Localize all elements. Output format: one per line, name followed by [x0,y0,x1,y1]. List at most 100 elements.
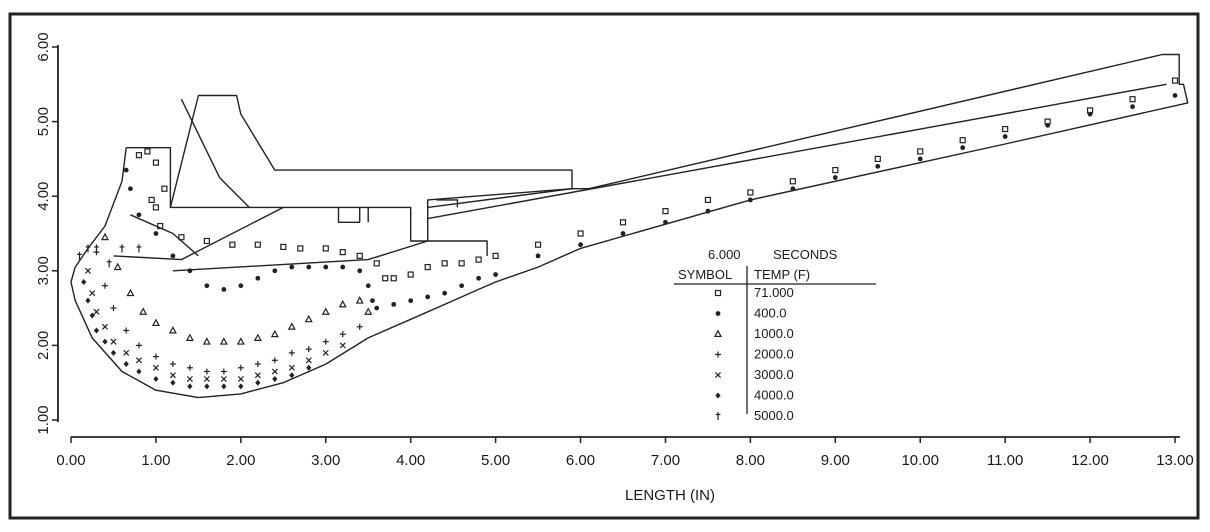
data-point [289,264,295,270]
outline-segment [427,83,1167,220]
data-point [339,342,346,349]
data-point [577,230,584,237]
data-point [178,234,185,241]
x-tick-label: 12.00 [1071,452,1109,469]
data-point [123,327,130,334]
data-point [204,383,210,390]
series-square [135,77,1179,282]
legend-marker [713,329,723,337]
data-point [271,357,278,364]
data-point [374,305,380,311]
data-point [356,252,363,259]
data-point [322,245,329,252]
legend-marker [715,351,721,358]
data-point [101,282,108,289]
data-point [704,196,712,204]
outline-segment [180,98,250,208]
data-point [123,349,130,356]
data-point [1087,111,1093,117]
data-point [355,296,364,304]
data-point [236,337,245,345]
data-point [441,260,448,267]
data-point [424,263,431,271]
data-point [135,152,143,159]
series-dagger [77,244,142,268]
data-point [365,283,371,289]
data-point [81,278,87,285]
data-point [170,379,176,386]
data-point [1130,104,1135,110]
data-point [144,148,151,155]
data-point [254,372,261,379]
data-point [136,244,142,253]
data-point [322,349,329,356]
data-point [220,368,227,375]
data-point [305,357,312,364]
data-point [254,241,261,248]
data-point [203,375,210,382]
x-tick-label: 7.00 [651,452,680,469]
data-point [288,364,295,371]
y-tick-label: 5.00 [35,107,52,136]
data-point [119,244,125,253]
data-point [185,333,194,341]
x-tick-label: 8.00 [736,452,765,469]
legend-marker [715,412,721,420]
legend-label: 2000.0 [754,347,794,362]
data-point [458,260,465,267]
data-point [136,212,142,218]
data-point [1002,125,1009,133]
data-point [747,189,754,196]
data-point [152,204,160,211]
data-point [960,145,966,151]
data-point [153,375,159,382]
series-triangle [100,232,373,345]
data-point [790,186,796,192]
series-dot [123,93,1178,311]
data-point [186,364,193,371]
data-point [220,375,227,382]
data-point [339,249,346,256]
legend-time-unit: SECONDS [773,247,838,262]
data-point [705,208,711,214]
data-point [85,244,91,253]
data-point [338,299,347,308]
data-point [271,368,278,375]
data-point [408,298,414,304]
data-point [1129,96,1136,103]
data-point [339,331,346,338]
data-point [110,349,117,356]
data-point [356,323,363,330]
x-tick-label: 9.00 [821,452,850,469]
legend-symbol-header: SYMBOL [678,267,732,282]
data-point [391,301,397,307]
data-point [135,342,142,349]
legend-temp-header: TEMP (F) [754,267,810,282]
data-point [390,275,397,282]
data-point [663,219,668,225]
data-point [110,338,117,345]
outline-segment [427,188,573,209]
x-axis-title: LENGTH (IN) [625,487,715,504]
x-tick-label: 0.00 [56,452,85,469]
data-point [169,361,176,368]
data-point [306,364,312,371]
data-point [619,219,627,226]
data-point [126,288,135,297]
data-point [84,267,92,274]
data-point [304,314,313,323]
data-point [151,318,160,327]
outline-segment [436,199,459,208]
part-outline [70,53,1189,399]
data-point [476,275,482,281]
data-point [148,196,155,204]
data-point [357,268,363,274]
data-point [93,327,100,334]
data-point [238,383,244,390]
legend-time-value: 6.000 [708,247,741,262]
x-tick-label: 10.00 [901,452,939,469]
figure-frame [8,12,1200,520]
data-point [534,241,542,248]
